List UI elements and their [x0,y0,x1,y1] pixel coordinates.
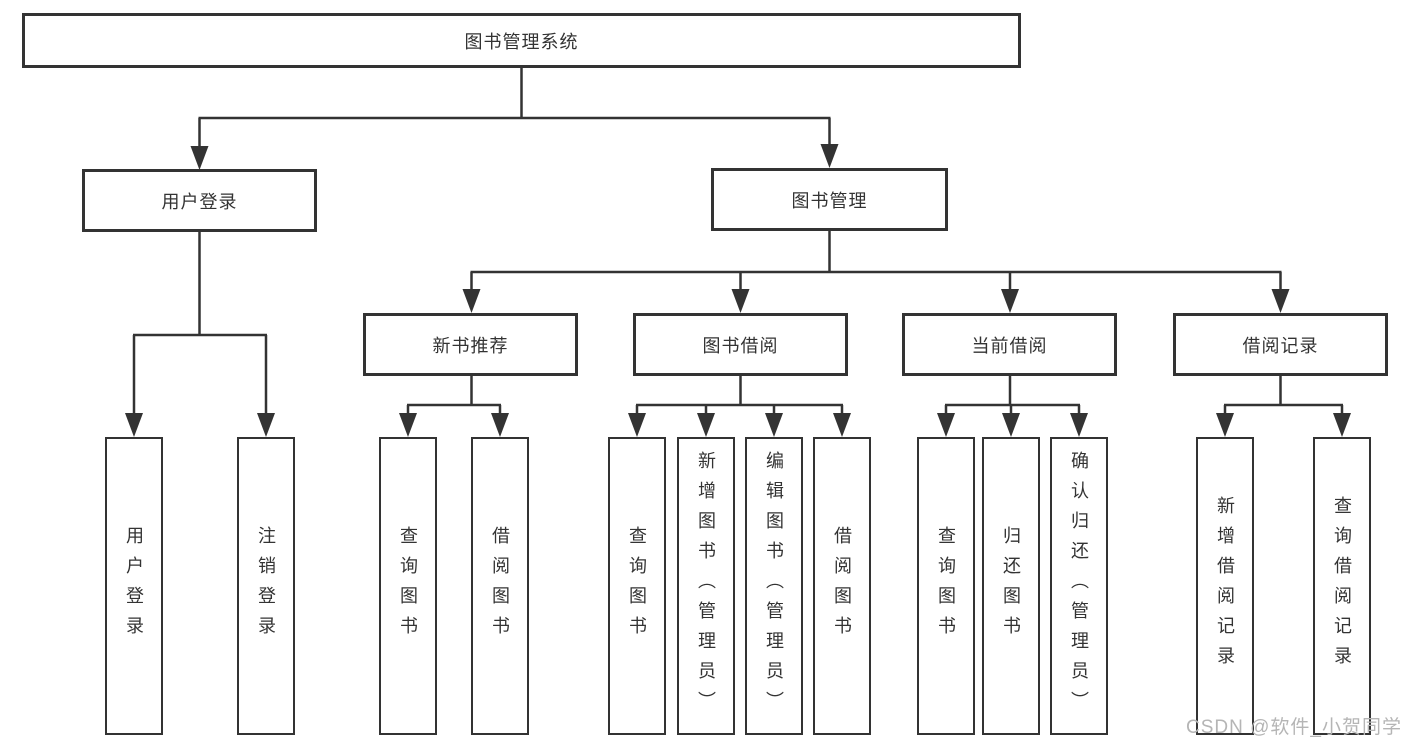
node-label: 新增图书（管理员） [696,451,716,721]
connector-current-borrow-children [937,375,1088,437]
arrowhead [462,289,481,313]
leaf-query-books-current: 查询图书 [917,437,975,735]
node-book-management: 图书管理 [711,168,948,231]
connector-user-login-children [125,231,275,437]
arrowhead [190,146,209,170]
arrowhead [628,413,646,437]
node-root-library-management-system: 图书管理系统 [22,13,1021,68]
node-current-borrow: 当前借阅 [902,313,1117,376]
leaf-add-borrow-record: 新增借阅记录 [1196,437,1254,735]
node-label: 借阅图书 [832,526,852,646]
node-book-borrow: 图书借阅 [633,313,848,376]
leaf-query-borrow-record: 查询借阅记录 [1313,437,1371,735]
arrowhead [257,413,275,437]
leaf-borrow-books: 借阅图书 [813,437,871,735]
node-label: 借阅图书 [490,526,510,646]
leaf-query-books-recommend: 查询图书 [379,437,437,735]
connector-root-to-level2 [190,66,839,170]
leaf-user-login: 用户登录 [105,437,163,735]
node-label: 编辑图书（管理员） [764,451,784,721]
node-borrow-records: 借阅记录 [1173,313,1388,376]
arrowhead [765,413,783,437]
connector-new-book-recommend-children [399,375,509,437]
arrowhead [697,413,715,437]
arrowhead [1002,413,1020,437]
arrowhead [125,413,143,437]
connector-book-borrow-children [628,375,851,437]
arrowhead [1271,289,1290,313]
csdn-watermark: CSDN @软件_小贺同学 [1186,717,1402,738]
leaf-logout: 注销登录 [237,437,295,735]
node-label: 注销登录 [256,526,276,646]
arrowhead [1216,413,1234,437]
node-label: 归还图书 [1001,526,1021,646]
node-user-login: 用户登录 [82,169,317,232]
node-label: 图书管理系统 [464,31,579,52]
node-label: 用户登录 [124,526,144,646]
leaf-add-books-admin: 新增图书（管理员） [677,437,735,735]
arrowhead [1333,413,1351,437]
node-label: 当前借阅 [971,335,1048,356]
connector-borrow-records-children [1216,375,1351,437]
leaf-edit-books-admin: 编辑图书（管理员） [745,437,803,735]
node-label: 查询借阅记录 [1332,496,1352,676]
node-label: 查询图书 [398,526,418,646]
node-label: 图书借阅 [702,335,779,356]
node-label: 新增借阅记录 [1215,496,1235,676]
arrowhead [491,413,509,437]
arrowhead [731,289,750,313]
leaf-return-books: 归还图书 [982,437,1040,735]
node-label: 图书管理 [791,190,868,211]
arrowhead [1001,289,1019,313]
leaf-confirm-return-admin: 确认归还（管理员） [1050,437,1108,735]
leaf-borrow-books-recommend: 借阅图书 [471,437,529,735]
node-new-book-recommend: 新书推荐 [363,313,578,376]
arrowhead [833,413,851,437]
arrowhead [399,413,417,437]
node-label: 查询图书 [936,526,956,646]
node-label: 查询图书 [627,526,647,646]
node-label: 确认归还（管理员） [1069,451,1089,721]
node-label: 用户登录 [161,191,238,212]
connector-book-management-children [462,231,1290,313]
node-label: 新书推荐 [432,335,509,356]
arrowhead [820,144,839,168]
arrowhead [937,413,955,437]
leaf-query-books-borrow: 查询图书 [608,437,666,735]
arrowhead [1070,413,1088,437]
node-label: 借阅记录 [1242,335,1319,356]
